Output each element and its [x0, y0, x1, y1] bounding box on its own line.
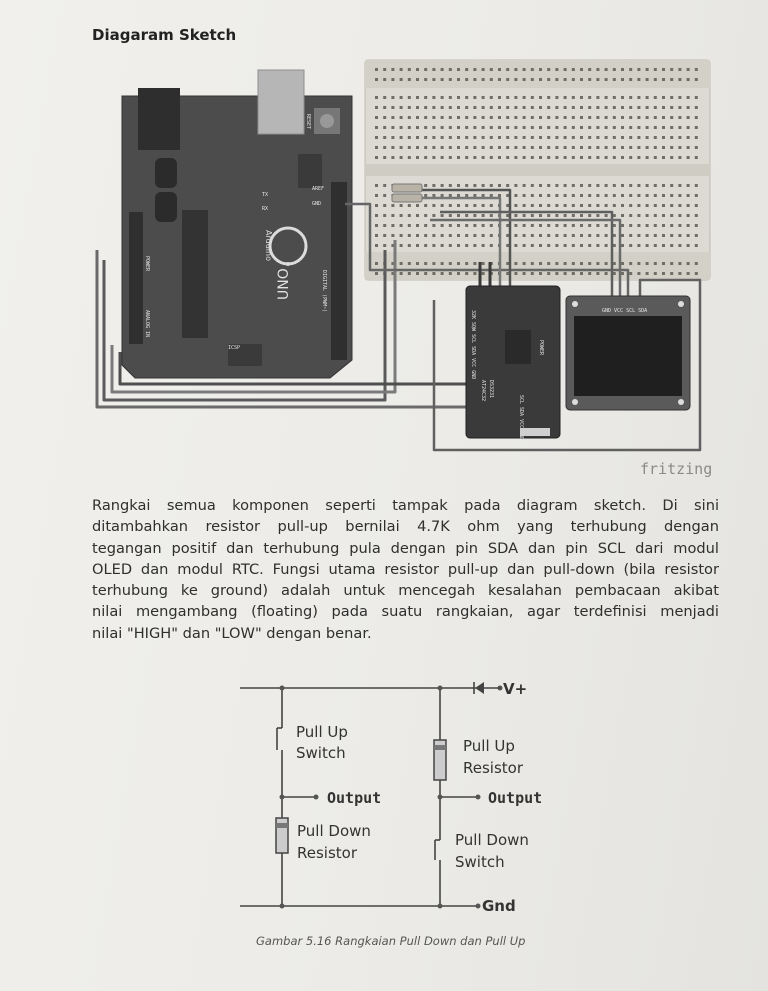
icsp-label: ICSP	[228, 345, 240, 351]
paragraph-line: Rangkai semua komponen seperti tampak pa…	[92, 497, 719, 514]
left-output-label: Output	[327, 789, 381, 807]
rtc-pins-top: 32K SQW SCL SDA VCC GND	[470, 310, 476, 379]
paragraph-line: OLED dan modul RTC. Fungsi utama resisto…	[92, 560, 719, 578]
paragraph-line: ditambahkan resistor pull-up bernilai 4.…	[92, 518, 719, 536]
tx-label: TX	[262, 192, 268, 198]
wires	[95, 183, 702, 452]
oled-module: GND VCC SCL SDA	[565, 295, 691, 411]
right-switch-label-1: Pull Down	[455, 831, 529, 849]
arduino-logo-text: UNO	[276, 268, 292, 300]
figure-caption: Gambar 5.16 Rangkaian Pull Down dan Pull…	[256, 934, 526, 948]
right-resistor-label-2: Resistor	[463, 759, 524, 777]
paragraph-line: nilai "HIGH" dan "LOW" dengan benar.	[92, 624, 372, 642]
reset-label: RESET	[305, 114, 311, 129]
paragraph-line: tegangan positif dan terhubung pula deng…	[92, 539, 719, 557]
digital-label: DIGITAL (PWM~)	[321, 270, 327, 312]
right-resistor-label-1: Pull Up	[463, 737, 515, 755]
right-switch-label-2: Switch	[455, 853, 505, 871]
paragraph-line: terhubung ke ground) adalah untuk menceg…	[92, 582, 719, 600]
rtc-module: 32K SQW SCL SDA VCC GND POWER DS3231 AT2…	[465, 285, 561, 440]
pull-up-pull-down-schematic: V+ Gnd Pull Up Switch Output Pull Down R…	[240, 680, 542, 915]
gnd-label: GND	[312, 201, 321, 207]
gnd-label: Gnd	[482, 897, 516, 915]
left-resistor-label-1: Pull Down	[297, 822, 371, 840]
arduino-uno-board: UNO Arduino RESET AREF GND ICSP TX RX PO…	[121, 69, 353, 379]
power-label: POWER	[144, 256, 150, 272]
left-switch-label-2: Switch	[296, 744, 346, 762]
left-resistor-label-2: Resistor	[297, 844, 358, 862]
vplus-label: V+	[503, 680, 527, 698]
right-output-label: Output	[488, 789, 542, 807]
rtc-power-label: POWER	[538, 340, 544, 356]
paragraph-line: nilai mengambang (floating) pada suatu r…	[92, 603, 719, 621]
rtc-sub-label: AT24C32	[480, 380, 486, 401]
breadboard	[364, 59, 711, 281]
oled-pins: GND VCC SCL SDA	[602, 308, 647, 314]
section-heading: Diagaram Sketch	[92, 26, 237, 44]
arduino-brand-text: Arduino	[264, 230, 273, 261]
diode-icon	[470, 682, 500, 694]
fritzing-sketch: UNO Arduino RESET AREF GND ICSP TX RX PO…	[95, 59, 712, 478]
rtc-pins-bottom: SCL SDA VCC GND	[518, 395, 524, 440]
aref-label: AREF	[312, 186, 324, 192]
analog-label: ANALOG IN	[144, 310, 150, 337]
fritzing-credit: fritzing	[640, 460, 712, 478]
left-switch-label-1: Pull Up	[296, 723, 348, 741]
body-paragraph: Rangkai semua komponen seperti tampak pa…	[92, 495, 719, 644]
rx-label: RX	[262, 206, 268, 212]
rtc-chip-label: DS3231	[488, 380, 494, 398]
